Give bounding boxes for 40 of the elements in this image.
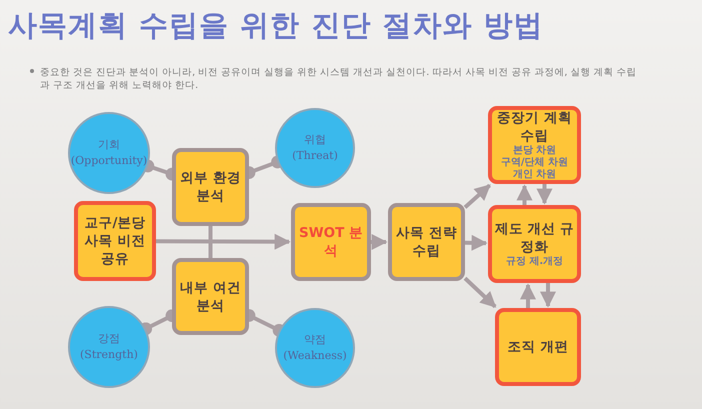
arrow [540,283,556,308]
process-box [388,203,465,281]
node-label: 중장기 계획 수립 [496,109,573,145]
node-label: 제도 개선 규정화 [494,220,576,256]
node-label: 사목 전략 수립 [395,224,458,260]
node-label: 위협 [304,132,326,148]
node-detail: 개인 차원 [512,169,556,181]
node-label: 약점 [304,332,326,348]
node-label: SWOT 분석 [298,224,364,260]
process-box [74,201,156,281]
title: 사목계획 수립을 위한 진단 절차와 방법 [8,7,544,44]
arrow [520,283,536,308]
process-box [495,308,581,386]
node-detail: 본당 차원 [512,145,556,157]
process-box [488,106,581,184]
arrow [464,234,488,251]
node-sublabel: (Weakness) [283,348,347,364]
node-label: 강점 [98,331,120,347]
node-detail: 구역/단체 차원 [500,157,568,169]
node-label: 내부 여건 분석 [179,278,242,314]
arrow [464,276,496,308]
arrow [371,234,388,250]
process-box [172,258,249,335]
node-label: 외부 환경 분석 [179,169,242,205]
process-box [172,148,249,226]
process-box [488,205,581,283]
process-box [291,203,371,281]
node-sublabel: (Opportunity) [70,153,148,169]
node-sublabel: (Threat) [292,148,338,164]
connector-line [208,226,212,258]
arrow [464,184,491,209]
arrow [536,184,552,205]
node-label: 기회 [98,137,120,153]
arrow [156,234,291,250]
node-label: 교구/본당 사목 비전 공유 [84,214,146,268]
note-text: 중요한 것은 진단과 분석이 아니라, 비전 공유이며 실행을 위한 시스템 개선과 실천이다. 따라서 사목 비전 공유 과정에, 실행 계획 수립과 구조 개선을 위해 노력해야 한다. [40,66,638,92]
node-label: 조직 개편 [508,338,568,356]
node-detail: 규정 제.개정 [506,256,564,268]
arrow [516,184,532,205]
node-sublabel: (Strength) [80,347,138,363]
